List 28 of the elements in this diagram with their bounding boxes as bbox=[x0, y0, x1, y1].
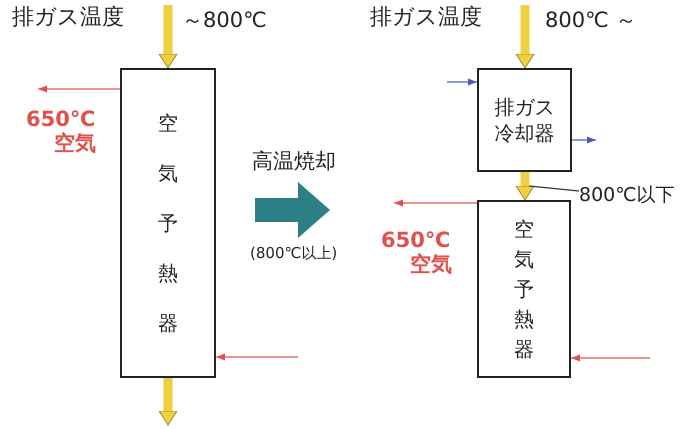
air-temperature-label: 650℃ bbox=[381, 229, 450, 252]
air-flow-arrow bbox=[38, 86, 120, 92]
gas-flow-arrow bbox=[158, 5, 178, 68]
box-label: 空気予熱器 bbox=[157, 110, 179, 337]
gas-flow-arrow bbox=[516, 172, 534, 200]
air-flow-arrow bbox=[571, 354, 650, 362]
gas-temperature-label: 800℃ ～ bbox=[545, 9, 636, 32]
process-label: (800℃以上) bbox=[250, 245, 338, 262]
leader-label: 800℃以下 bbox=[579, 182, 675, 208]
air-flow-arrow bbox=[572, 136, 596, 144]
gas-flow-arrow bbox=[158, 378, 178, 426]
air-flow-arrow bbox=[447, 78, 477, 86]
box-label: 排ガス冷却器 bbox=[494, 94, 556, 146]
preheater-box bbox=[120, 68, 216, 378]
gas-temperature-label: 排ガス温度 bbox=[12, 6, 124, 30]
cooler-box bbox=[477, 68, 572, 172]
leader-line bbox=[528, 185, 580, 192]
air-temperature-label: 空気 bbox=[410, 253, 452, 276]
air-flow-arrow bbox=[216, 354, 298, 360]
gas-flow-arrow bbox=[516, 5, 534, 68]
air-temperature-label: 650℃ bbox=[26, 108, 96, 132]
gas-temperature-label: 排ガス温度 bbox=[370, 6, 482, 30]
air-temperature-label: 空気 bbox=[54, 132, 96, 156]
process-label: 高温焼却 bbox=[252, 150, 336, 174]
preheater-box bbox=[477, 200, 571, 378]
air-flow-arrow bbox=[394, 200, 477, 206]
box-label: 空気予熱器 bbox=[513, 216, 535, 363]
gas-temperature-label: ～800℃ bbox=[182, 9, 267, 32]
